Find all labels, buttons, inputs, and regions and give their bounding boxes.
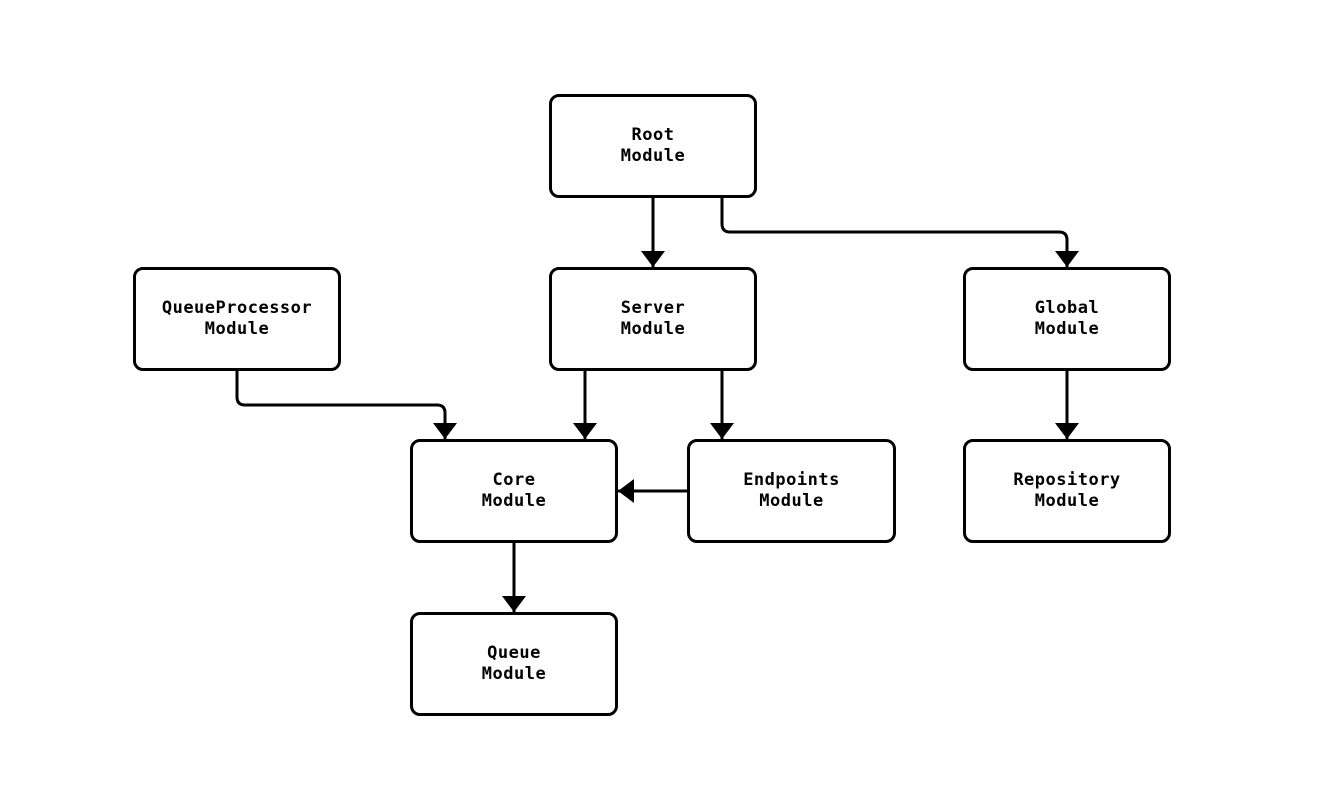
edge-queueprocessor-to-core: [235, 371, 457, 439]
node-label-line: Global: [1034, 298, 1100, 318]
node-label-line: Module: [481, 491, 547, 511]
node-label-line: Module: [620, 319, 686, 339]
edges-group: [235, 198, 1079, 612]
node-label-line: Repository: [1013, 470, 1121, 490]
node-label-line: Root: [631, 125, 675, 145]
node-label-line: Core: [492, 470, 536, 490]
node-label-line: Module: [1034, 319, 1100, 339]
node-label-line: Server: [620, 298, 686, 318]
node-label-line: Module: [481, 664, 547, 684]
node-label-line: QueueProcessor: [161, 298, 313, 318]
edge-root-to-global: [720, 198, 1079, 267]
node-label-line: Module: [759, 491, 824, 511]
node-label-line: Queue: [487, 643, 541, 663]
node-label-line: Module: [1034, 491, 1100, 511]
node-label-line: Module: [204, 319, 270, 339]
node-label-line: Endpoints: [743, 470, 840, 490]
node-label-line: Module: [620, 146, 686, 166]
